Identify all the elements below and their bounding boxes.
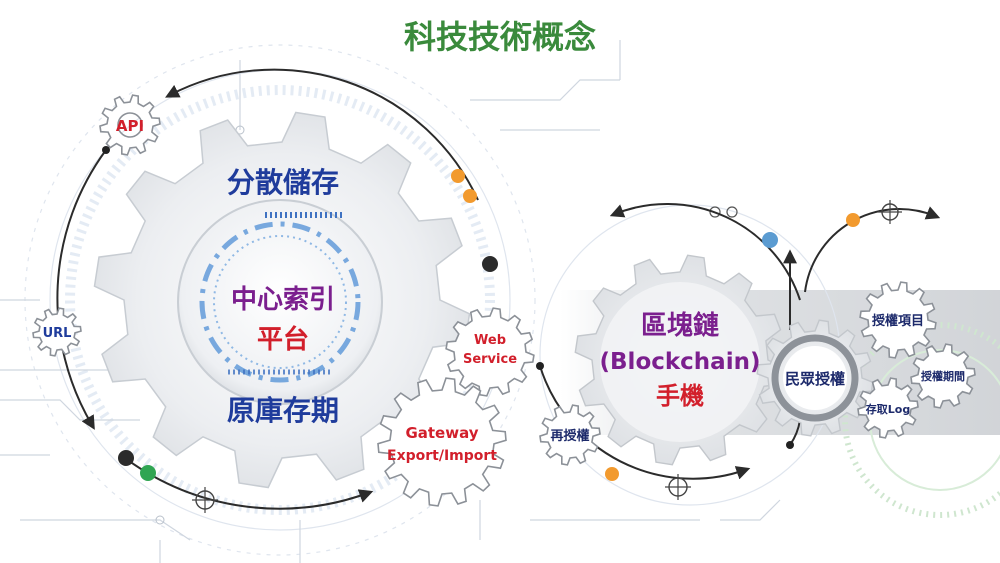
arc-end-dot [536, 362, 544, 370]
blockchain-label-line1: 區塊鏈 [641, 310, 719, 341]
web-service-label-line1: Web [474, 333, 506, 348]
authorization-items-gear [859, 281, 937, 359]
blockchain-label-line3: 手機 [656, 382, 704, 410]
labels: 科技技術概念 API URL 分散儲存 中心索引 平台 原庫存期 Web Ser… [43, 18, 965, 464]
public-authorization-ring [771, 334, 859, 422]
crosshair-icon [192, 487, 218, 513]
arc-end-dot [102, 146, 110, 154]
right-arc-arrow [804, 206, 941, 293]
authorization-period-gear [910, 343, 976, 409]
api-label: API [116, 117, 144, 135]
circuit-node [709, 206, 721, 218]
public-authorization-label: 民眾授權 [785, 370, 845, 388]
platform-label: 平台 [257, 324, 309, 355]
orange-dot [605, 467, 619, 481]
blockchain-label-line2: (Blockchain) [600, 349, 761, 375]
circuit-node [726, 206, 738, 218]
central-hub [177, 199, 383, 405]
teal-dot [762, 232, 778, 248]
web-service-gear [445, 307, 535, 397]
blockchain-hub [600, 282, 760, 442]
circuit-node [155, 515, 165, 525]
access-log-gear [857, 377, 919, 439]
arc-end-dot [786, 441, 794, 449]
hub-ring [199, 221, 361, 383]
reauthorize-label: 再授權 [550, 428, 589, 444]
web-service-label-line2: Service [463, 352, 517, 367]
faint-ring [65, 85, 495, 515]
api-gear [99, 94, 161, 156]
authorization-items-label: 授權項目 [872, 313, 924, 329]
reauthorize-gear [539, 404, 601, 466]
crosshair-icon [665, 474, 691, 500]
black-dot [482, 256, 498, 272]
url-label: URL [43, 326, 72, 341]
hub-ring [213, 235, 347, 369]
circuit-lines [0, 79, 781, 541]
top-arc-arrow [165, 68, 479, 201]
green-dot [140, 465, 156, 481]
blockchain-bottom-arc-arrow [539, 365, 751, 480]
green-faint-ring [842, 322, 1000, 518]
page-title: 科技技術概念 [404, 18, 596, 56]
left-arc-arrow [56, 149, 107, 430]
authorization-period-label: 授權期間 [921, 369, 965, 383]
black-gear-dot [118, 450, 134, 466]
gateway-label-line1: Gateway [405, 424, 478, 442]
gateway-gear [377, 377, 507, 507]
gears [32, 94, 976, 507]
orange-dot [451, 169, 465, 183]
orange-dot [463, 189, 477, 203]
url-gear [32, 307, 82, 357]
gateway-label-line2: Export/Import [387, 448, 497, 464]
access-log-label: 存取Log [866, 402, 910, 416]
distributed-storage-label: 分散儲存 [227, 166, 339, 199]
blockchain-top-arc-arrow [609, 203, 801, 301]
original-storage-label: 原庫存期 [227, 394, 339, 427]
crosshair-icon [878, 200, 902, 224]
central-index-label: 中心索引 [231, 285, 335, 315]
dots [102, 146, 902, 513]
circuit-lines [159, 40, 621, 563]
public-authorization-hub [783, 346, 847, 410]
orange-dot [846, 213, 860, 227]
